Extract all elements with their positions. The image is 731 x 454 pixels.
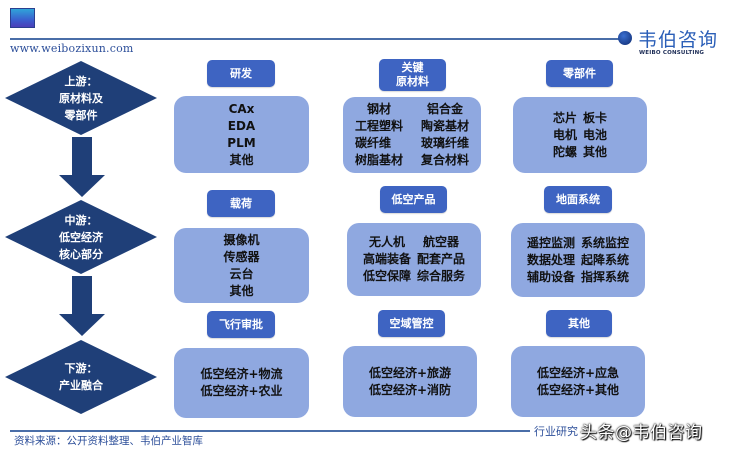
brand-logo-icon	[618, 31, 632, 45]
site-url: www.weibozixun.com	[10, 42, 134, 55]
diamond-shape	[5, 200, 157, 274]
stage-line: 原材料及	[59, 91, 103, 105]
stage-title: 上游：	[64, 74, 98, 88]
source-note: 资料来源：公开资料整理、韦伯产业智库	[14, 435, 203, 447]
stage-line: 零部件	[64, 108, 98, 122]
item: 工程塑料	[354, 119, 403, 133]
item: EDA	[227, 118, 256, 133]
item: 数据处理	[526, 252, 575, 267]
item: 低空保障	[362, 269, 411, 283]
category-label-components: 零部件	[546, 60, 613, 87]
category-box-rd: CAx EDA PLM 其他	[174, 96, 309, 173]
item: 航空器	[423, 235, 460, 249]
item: 云台	[229, 266, 254, 281]
item: 低空经济+农业	[200, 384, 283, 398]
item: 钢材	[366, 102, 391, 116]
item: 其他	[229, 152, 254, 167]
item: 其他	[583, 144, 608, 159]
item: 低空经济+旅游	[368, 365, 452, 380]
stage-line: 低空经济	[59, 230, 103, 244]
stage-line: 核心部分	[59, 247, 103, 261]
item: 板卡	[583, 110, 608, 125]
item: 树脂基材	[354, 153, 403, 167]
category-label-airspace-control: 空域管控	[378, 310, 445, 337]
item: CAx	[228, 101, 255, 116]
label-text: 低空产品	[391, 192, 436, 206]
stage-upstream: 上游： 原材料及 零部件	[5, 61, 157, 135]
item: 低空经济+应急	[536, 365, 620, 380]
label-text: 飞行审批	[219, 317, 263, 331]
stage-line: 产业融合	[59, 379, 103, 392]
category-label-other: 其他	[546, 310, 612, 337]
item: 陀螺	[552, 144, 577, 159]
header-divider	[10, 38, 620, 40]
item: 铝合金	[427, 102, 464, 116]
item: 指挥系统	[581, 269, 630, 284]
brand-name-en: WEIBO CONSULTING	[639, 50, 705, 56]
stage-downstream: 下游： 产业融合	[5, 340, 157, 414]
item: 起降系统	[581, 252, 630, 267]
item: 芯片	[552, 110, 577, 125]
item: PLM	[227, 135, 256, 150]
category-box-payload: 摄像机 传感器 云台 其他	[174, 228, 309, 303]
logo-square	[10, 8, 35, 28]
category-box-components: 芯片 板卡 电机 电池 陀螺 其他	[513, 97, 647, 173]
label-text: 地面系统	[556, 192, 600, 206]
item: 配套产品	[417, 252, 466, 266]
footer-category: 行业研究	[534, 425, 578, 438]
item: 电机	[552, 127, 577, 142]
label-text: 载荷	[230, 196, 252, 210]
item: 电池	[583, 127, 608, 142]
item: 碳纤维	[354, 136, 391, 150]
category-box-flight-approval: 低空经济+物流 低空经济+农业	[174, 348, 309, 418]
item: 综合服务	[417, 269, 466, 283]
category-label-materials: 关键 原材料	[379, 59, 446, 91]
item: 低空经济+其他	[536, 382, 620, 397]
label-text: 关键	[401, 61, 424, 74]
category-label-rd: 研发	[207, 60, 275, 87]
footer-divider	[10, 430, 530, 432]
item: 高端装备	[362, 252, 411, 266]
item: 系统监控	[581, 235, 630, 250]
stage-title: 中游：	[64, 213, 98, 227]
stage-title: 下游：	[64, 362, 98, 375]
category-label-products: 低空产品	[380, 186, 447, 213]
label-text: 空域管控	[389, 316, 434, 330]
down-arrow-icon	[59, 276, 105, 336]
diamond-shape	[5, 61, 157, 135]
category-box-products: 无人机 航空器 高端装备 配套产品 低空保障 综合服务	[347, 223, 481, 296]
item: 其他	[229, 283, 254, 298]
item: 无人机	[368, 235, 405, 249]
category-label-payload: 载荷	[207, 190, 275, 217]
item: 摄像机	[223, 232, 260, 247]
category-label-ground: 地面系统	[544, 186, 612, 213]
item: 低空经济+消防	[368, 382, 452, 397]
label-text: 研发	[230, 66, 252, 80]
item: 复合材料	[421, 153, 470, 167]
diamond-shape	[5, 340, 157, 414]
item: 传感器	[223, 249, 260, 264]
label-text: 其他	[568, 316, 590, 330]
label-text: 原材料	[396, 75, 429, 88]
category-box-airspace-control: 低空经济+旅游 低空经济+消防	[343, 346, 477, 417]
stage-midstream: 中游： 低空经济 核心部分	[5, 200, 157, 274]
item: 辅助设备	[526, 269, 575, 284]
category-box-other: 低空经济+应急 低空经济+其他	[511, 346, 645, 417]
label-text: 零部件	[563, 66, 596, 80]
item: 陶瓷基材	[421, 119, 470, 133]
category-label-flight-approval: 飞行审批	[207, 311, 275, 338]
item: 玻璃纤维	[421, 136, 470, 150]
item: 遥控监测	[526, 235, 575, 250]
category-box-materials: 钢材 铝合金 工程塑料 陶瓷基材 碳纤维 玻璃纤维 树脂基材 复合材料	[343, 97, 481, 173]
category-box-ground: 遥控监测 系统监控 数据处理 起降系统 辅助设备 指挥系统	[511, 223, 645, 297]
item: 低空经济+物流	[200, 367, 283, 381]
down-arrow-icon	[59, 137, 105, 197]
brand-name-cn: 韦伯咨询	[638, 29, 719, 51]
watermark: 头条@韦伯咨询	[580, 423, 703, 443]
